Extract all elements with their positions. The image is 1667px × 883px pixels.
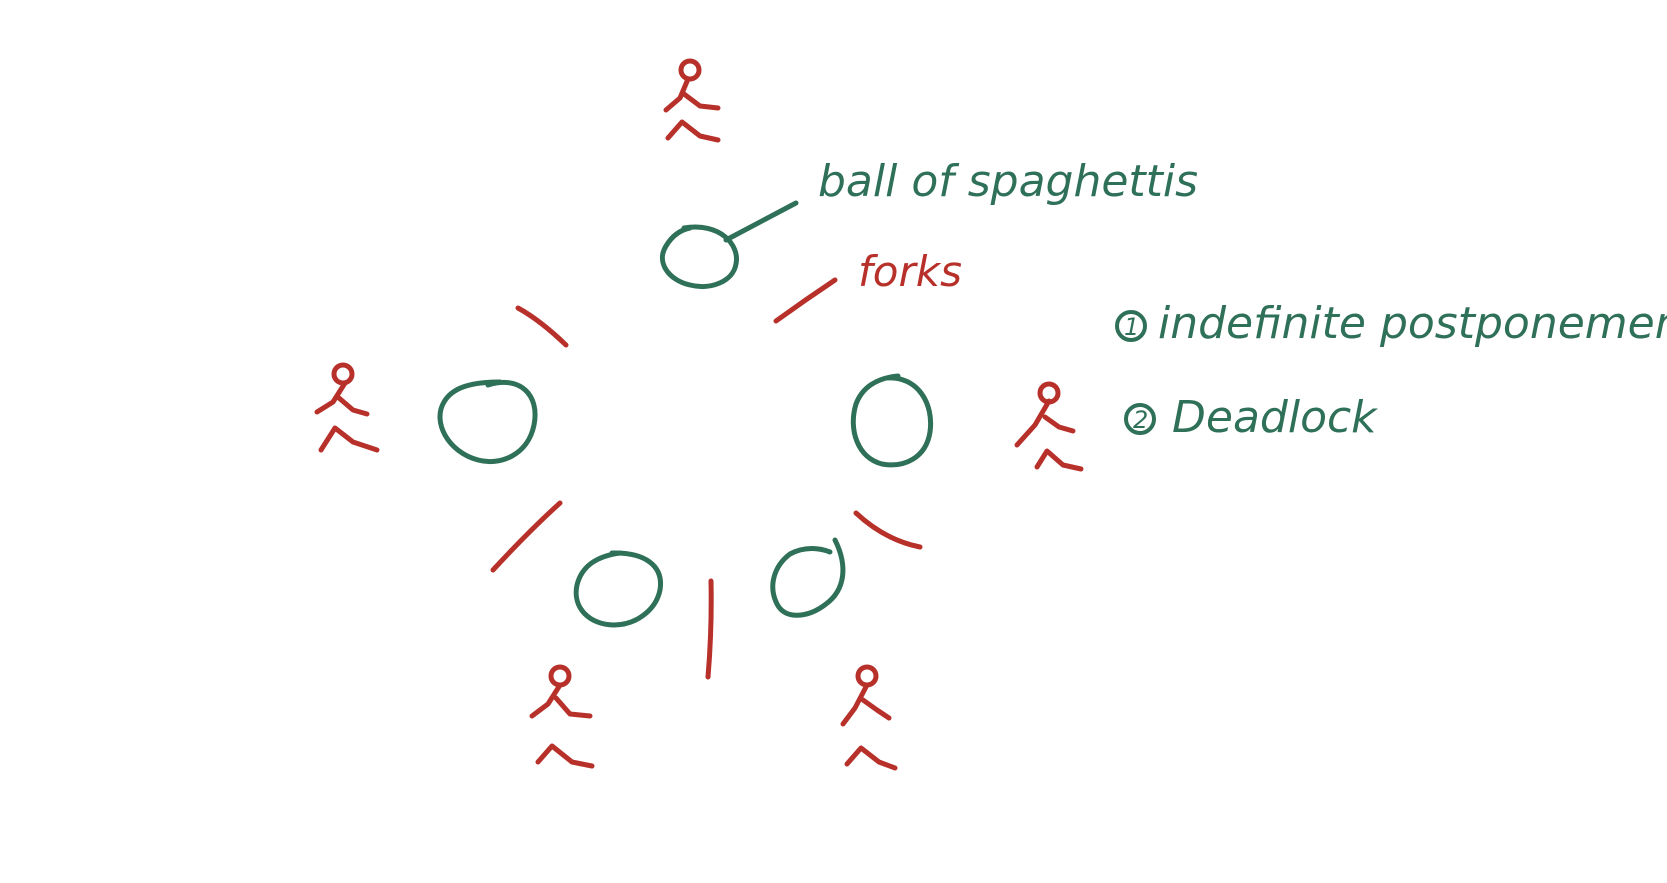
philosopher-bottom-left [529,664,595,769]
label-ball-of-spaghettis: ball of spaghettis [818,156,1198,207]
spaghetti-bowl-bottom-left [573,550,663,628]
note-2-marker-circle [1124,403,1156,435]
note-indefinite-postponement: indefinite postponement [1158,298,1667,349]
fork-bottom-left [490,500,563,573]
fork-top-right [773,277,838,324]
label-forks: forks [858,247,962,296]
spaghetti-bowl-right [850,373,934,468]
philosopher-bottom-right [840,664,898,771]
philosopher-left [314,362,380,453]
note-1-marker-circle [1115,310,1147,342]
philosopher-top [663,58,721,143]
fork-top-left [515,305,569,348]
spaghetti-leader-line [723,200,799,243]
spaghetti-bowl-top [659,224,739,289]
philosopher-right [1014,381,1084,472]
spaghetti-bowl-bottom-right [770,537,846,618]
fork-bottom-center [705,578,714,680]
note-deadlock: Deadlock [1172,392,1378,443]
note-1-marker: 1 [1124,313,1139,341]
fork-bottom-right [853,510,923,550]
note-2-marker: 2 [1133,406,1148,434]
spaghetti-bowl-left [437,379,538,465]
